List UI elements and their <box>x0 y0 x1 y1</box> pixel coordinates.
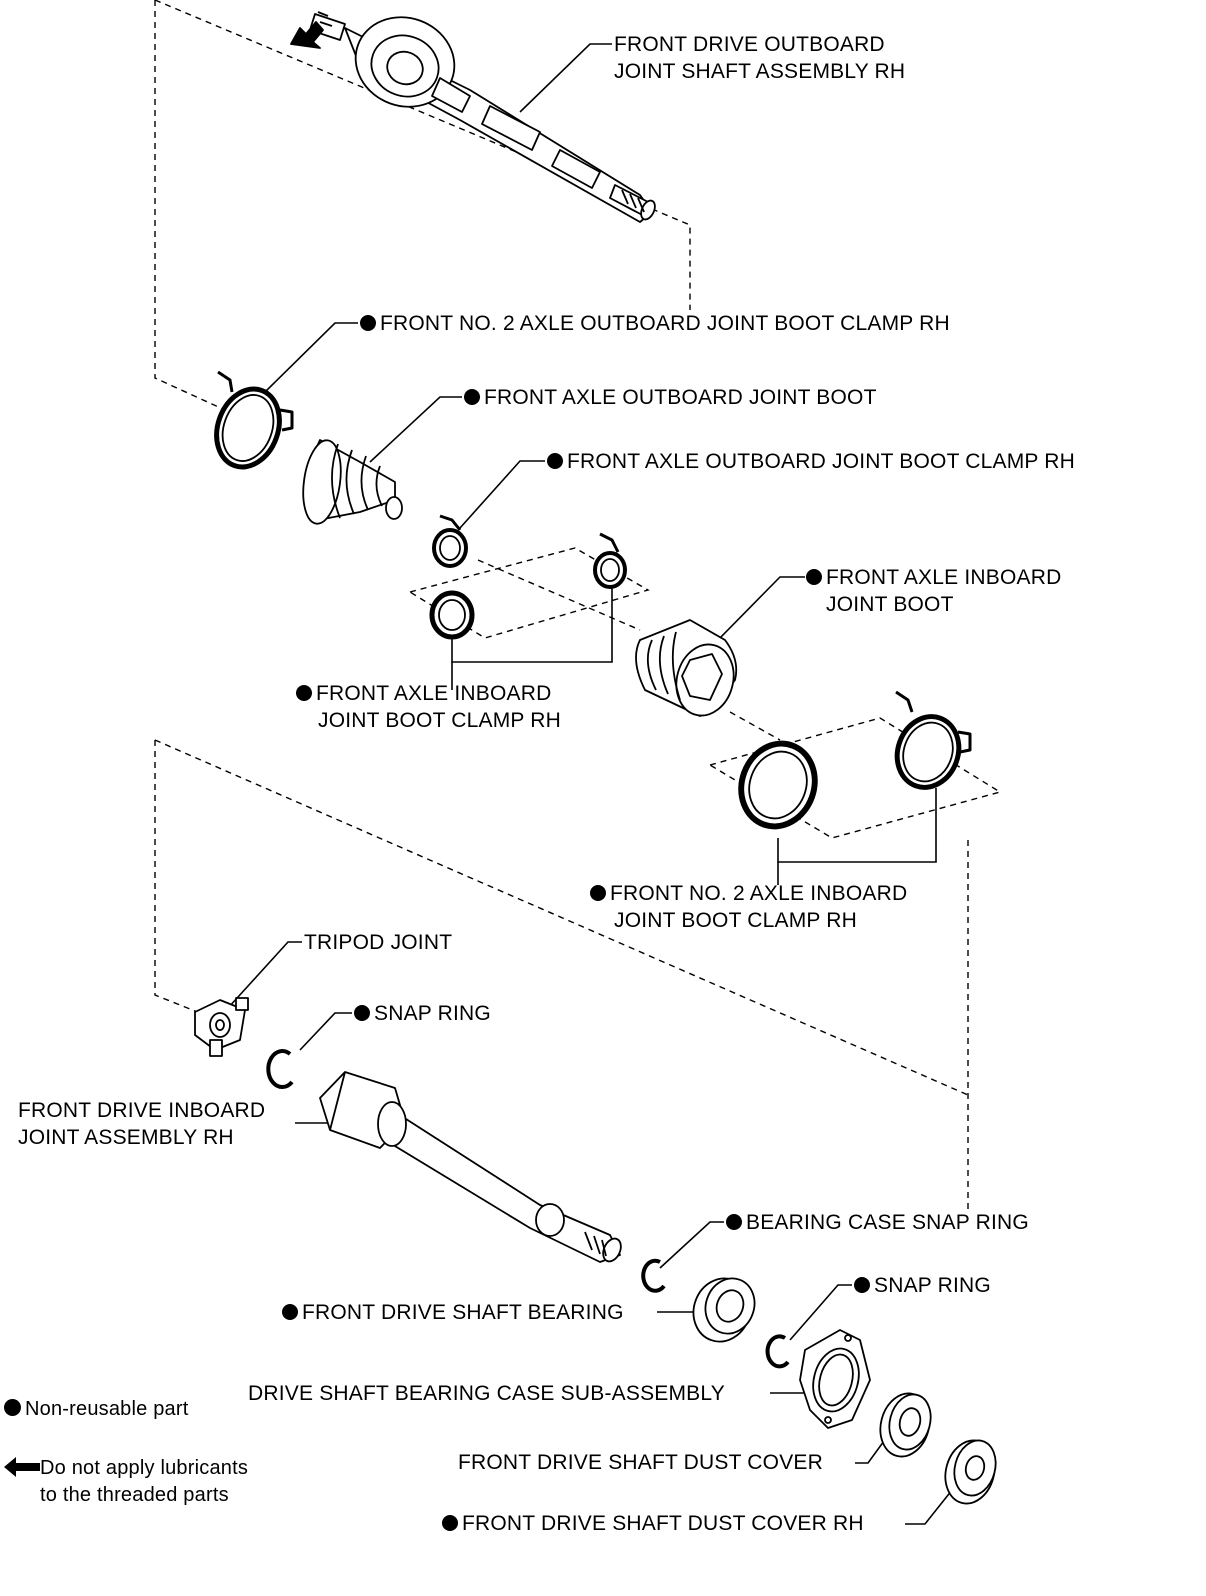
non-reusable-dot-icon <box>726 1214 742 1230</box>
label-line: FRONT AXLE INBOARD <box>316 682 552 705</box>
label-outboard-boot: FRONT AXLE OUTBOARD JOINT BOOT <box>464 384 877 411</box>
non-reusable-dot-icon <box>547 453 563 469</box>
bearing-case-snap-ring-drawing <box>641 1258 666 1293</box>
tripod-joint-drawing <box>194 997 249 1057</box>
leader-line <box>451 585 613 663</box>
label-tripod-joint: TRIPOD JOINT <box>304 931 453 954</box>
label-line: JOINT BOOT <box>826 593 954 616</box>
legend-non-reusable: Non-reusable part <box>4 1396 189 1423</box>
leader-line <box>459 460 545 529</box>
label-inboard-boot: FRONT AXLE INBOARD JOINT BOOT <box>806 564 1061 618</box>
label-outboard-clamp: FRONT AXLE OUTBOARD JOINT BOOT CLAMP RH <box>547 448 1075 475</box>
non-reusable-dot-icon <box>282 1304 298 1320</box>
non-reusable-dot-icon <box>442 1515 458 1531</box>
leader-line <box>299 1012 352 1051</box>
label-inboard-joint-assembly: FRONT DRIVE INBOARD JOINT ASSEMBLY RH <box>18 1097 265 1151</box>
label-outboard-joint-shaft: FRONT DRIVE OUTBOARD JOINT SHAFT ASSEMBL… <box>614 31 905 85</box>
non-reusable-dot-icon <box>806 569 822 585</box>
outboard-clamp-drawing <box>432 514 468 568</box>
non-reusable-dot-icon <box>854 1277 870 1293</box>
left-arrow-icon <box>4 1457 40 1477</box>
assembly-guide-line <box>729 711 781 741</box>
assembly-guide-line <box>154 0 226 411</box>
dust-cover-rh-drawing <box>944 1439 997 1505</box>
label-text: SNAP RING <box>374 1002 491 1025</box>
legend-text: Non-reusable part <box>25 1398 189 1420</box>
label-line: FRONT NO. 2 AXLE INBOARD <box>610 882 908 905</box>
leader-line <box>264 322 358 393</box>
filled-circle-icon <box>4 1399 21 1416</box>
label-text: FRONT DRIVE SHAFT BEARING <box>302 1301 624 1324</box>
non-reusable-dot-icon <box>360 315 376 331</box>
non-reusable-dot-icon <box>296 685 312 701</box>
label-bearing-case: DRIVE SHAFT BEARING CASE SUB-ASSEMBLY <box>248 1382 725 1405</box>
legend-text: Do not apply lubricants <box>40 1457 249 1479</box>
leader-line <box>717 576 805 641</box>
leader-line <box>905 1479 961 1525</box>
outboard-joint-shaft-drawing <box>309 11 656 223</box>
lubricant-warning-arrow-icon <box>290 21 324 49</box>
label-inboard-clamp: FRONT AXLE INBOARD JOINT BOOT CLAMP RH <box>296 680 561 734</box>
non-reusable-dot-icon <box>464 389 480 405</box>
label-line: FRONT DRIVE OUTBOARD <box>614 33 885 56</box>
snap-ring-drawing <box>266 1049 294 1090</box>
label-line: FRONT AXLE INBOARD <box>826 566 1062 589</box>
assembly-guide-line <box>154 739 969 1096</box>
bearing-case-drawing <box>799 1329 871 1429</box>
leader-line <box>369 396 462 463</box>
leader-line <box>519 43 612 113</box>
leader-line <box>789 1284 852 1341</box>
no2-inboard-clamp-drawing <box>738 690 972 830</box>
leader-line <box>227 941 302 1009</box>
label-text: BEARING CASE SNAP RING <box>746 1211 1029 1234</box>
label-snap-ring: SNAP RING <box>354 1000 491 1027</box>
label-text: SNAP RING <box>874 1274 991 1297</box>
leader-line <box>659 1221 724 1269</box>
non-reusable-dot-icon <box>590 885 606 901</box>
legend-no-lubricant: Do not apply lubricants to the threaded … <box>4 1455 248 1509</box>
snap-ring-drawing <box>765 1334 790 1369</box>
label-dust-cover: FRONT DRIVE SHAFT DUST COVER <box>458 1451 823 1474</box>
label-line: JOINT BOOT CLAMP RH <box>614 909 858 932</box>
label-shaft-bearing: FRONT DRIVE SHAFT BEARING <box>282 1299 624 1326</box>
dust-cover-drawing <box>879 1392 932 1458</box>
non-reusable-dot-icon <box>354 1005 370 1021</box>
inboard-boot-drawing <box>635 619 738 717</box>
label-text: FRONT DRIVE SHAFT DUST COVER RH <box>462 1512 864 1535</box>
outboard-boot-drawing <box>302 439 403 525</box>
label-text: FRONT NO. 2 AXLE OUTBOARD JOINT BOOT CLA… <box>380 312 950 335</box>
no2-outboard-clamp-drawing <box>214 370 294 470</box>
label-dust-cover-rh: FRONT DRIVE SHAFT DUST COVER RH <box>442 1510 864 1537</box>
label-line: JOINT BOOT CLAMP RH <box>318 709 562 732</box>
label-snap-ring-2: SNAP RING <box>854 1272 991 1299</box>
label-text: FRONT AXLE OUTBOARD JOINT BOOT <box>484 386 877 409</box>
inboard-joint-assembly-drawing <box>319 1071 622 1263</box>
label-line: JOINT ASSEMBLY RH <box>18 1126 234 1149</box>
label-bearing-case-snap-ring: BEARING CASE SNAP RING <box>726 1209 1029 1236</box>
label-no2-inboard-clamp: FRONT NO. 2 AXLE INBOARD JOINT BOOT CLAM… <box>590 880 907 934</box>
legend-text: to the threaded parts <box>40 1484 229 1506</box>
label-text: FRONT AXLE OUTBOARD JOINT BOOT CLAMP RH <box>567 450 1076 473</box>
assembly-guide-line <box>154 740 206 1016</box>
label-line: JOINT SHAFT ASSEMBLY RH <box>614 60 906 83</box>
label-no2-outboard-clamp: FRONT NO. 2 AXLE OUTBOARD JOINT BOOT CLA… <box>360 310 950 337</box>
leader-line <box>777 788 937 863</box>
assembly-guide-line <box>477 559 641 631</box>
label-line: FRONT DRIVE INBOARD <box>18 1099 266 1122</box>
shaft-bearing-drawing <box>692 1277 756 1343</box>
inboard-clamp-drawing <box>429 532 627 640</box>
